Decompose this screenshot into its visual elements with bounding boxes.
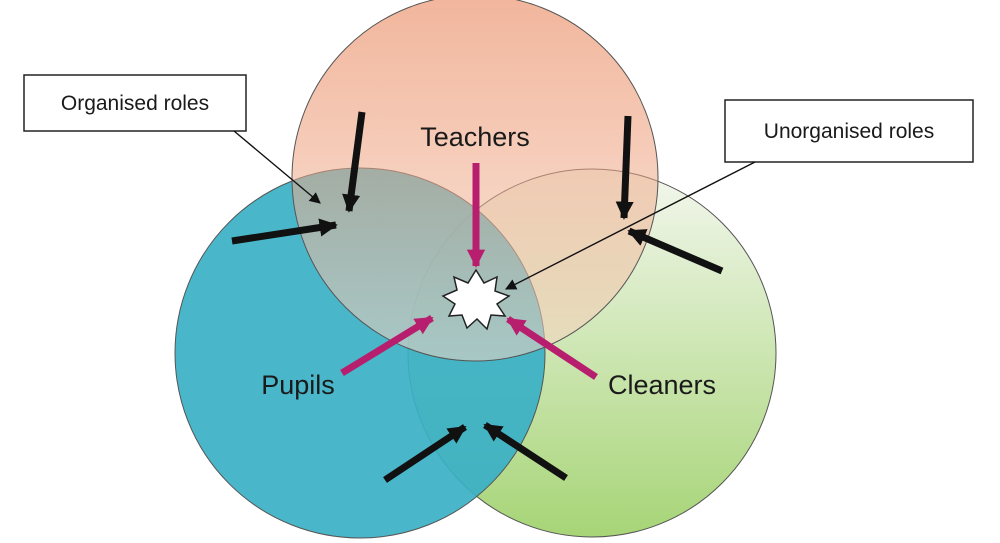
outer-arrow-top-right-a	[615, 115, 634, 220]
organised-pointer-line	[233, 130, 321, 204]
outer-arrow-bottom-b	[483, 422, 568, 481]
inner-arrow-cleaners	[506, 316, 598, 380]
pupils-label: Pupils	[261, 370, 335, 400]
outer-arrow-top-left-a	[342, 111, 366, 213]
organised-roles-label: Organised roles	[61, 92, 209, 115]
inner-arrow-pupils	[340, 315, 434, 376]
organised-roles-box	[23, 74, 247, 132]
unorganised-roles-label: Unorganised roles	[764, 120, 934, 143]
starburst-icon	[441, 268, 511, 331]
outer-arrow-top-right-b	[627, 227, 724, 275]
teachers-label: Teachers	[420, 122, 530, 152]
unorganised-roles-box	[724, 99, 974, 163]
outer-arrow-bottom-a	[383, 424, 467, 483]
unorganised-pointer-line	[505, 161, 756, 290]
outer-arrow-top-left-b	[231, 218, 338, 245]
cleaners-label: Cleaners	[608, 370, 716, 400]
